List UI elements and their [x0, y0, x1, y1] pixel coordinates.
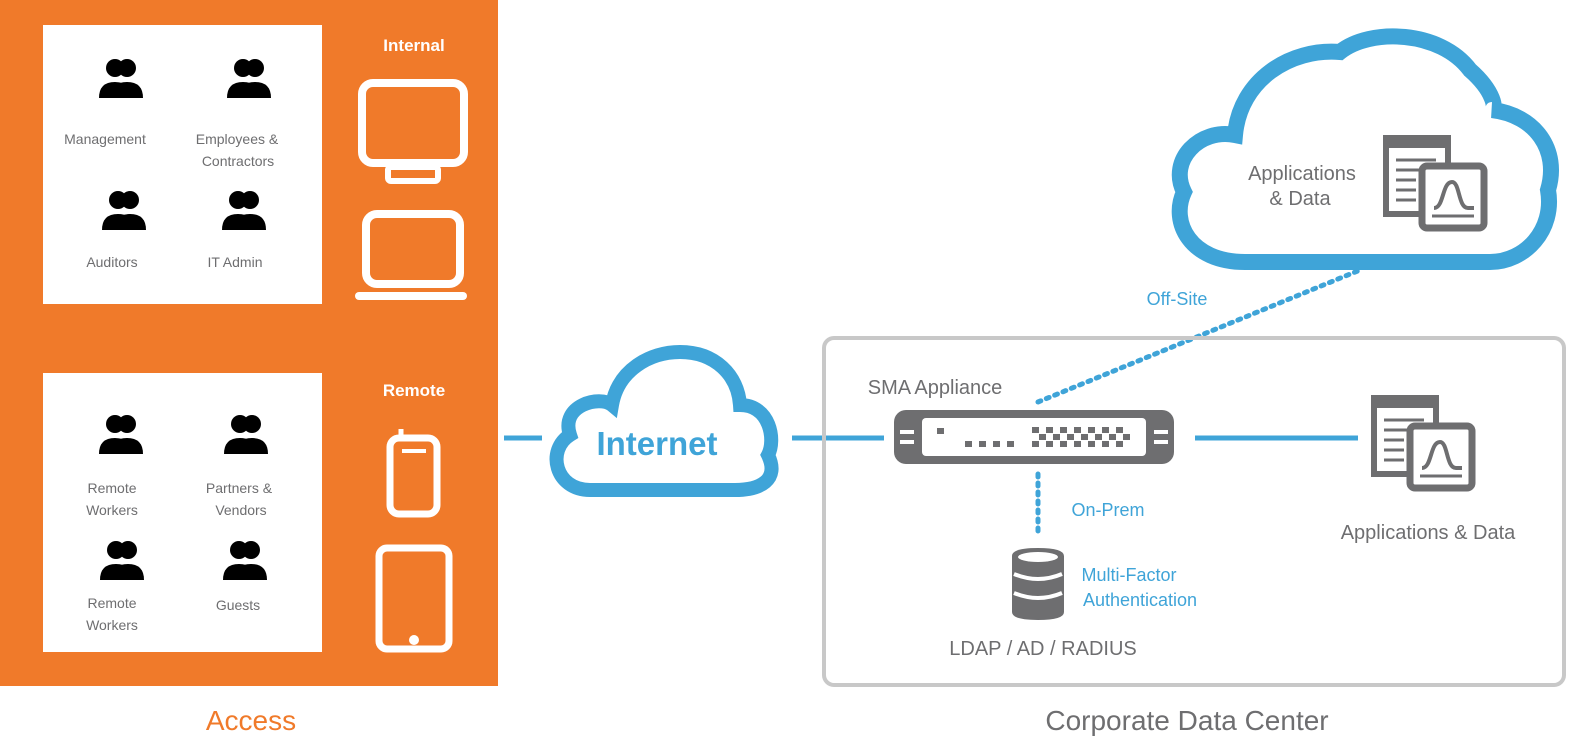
remote-groups-box — [43, 373, 322, 652]
datacenter-box — [822, 336, 1566, 687]
auditors-label: Auditors — [86, 254, 137, 270]
internet-cloud-icon — [549, 344, 779, 497]
desktop-monitor-icon — [358, 79, 468, 184]
mobile-phone-icon — [386, 429, 441, 518]
remote-workers-2-label-line2: Workers — [86, 617, 138, 633]
onprem-label: On-Prem — [1071, 500, 1144, 520]
offsite-label: Off-Site — [1147, 289, 1208, 309]
remote-workers-label-line1: Remote — [87, 480, 136, 496]
cloud-apps-label-line2: & Data — [1269, 188, 1331, 210]
management-label: Management — [64, 131, 146, 147]
remote-label: Remote — [383, 381, 445, 400]
guests-label: Guests — [216, 597, 260, 613]
partners-label-line1: Partners & — [206, 480, 273, 496]
internal-groups-box — [43, 25, 322, 304]
internal-label: Internal — [383, 36, 444, 55]
ldap-label: LDAP / AD / RADIUS — [949, 638, 1136, 660]
employees-label-line1: Employees & — [196, 131, 279, 147]
access-title: Access — [206, 705, 296, 736]
sma-appliance-icon — [894, 410, 1174, 464]
internet-label: Internet — [596, 425, 717, 462]
cloud-apps-label-line1: Applications — [1248, 163, 1356, 185]
laptop-icon — [355, 210, 467, 300]
it-admin-label: IT Admin — [208, 254, 263, 270]
remote-workers-label-line2: Workers — [86, 502, 138, 518]
offsite-cloud-icon — [1171, 28, 1559, 270]
onprem-apps-label: Applications & Data — [1341, 522, 1516, 544]
employees-label-line2: Contractors — [202, 153, 274, 169]
mfa-label-line1: Multi-Factor — [1081, 565, 1176, 585]
datacenter-title: Corporate Data Center — [1045, 705, 1328, 736]
sma-appliance-label: SMA Appliance — [868, 377, 1003, 399]
partners-label-line2: Vendors — [215, 502, 266, 518]
mfa-label-line2: Authentication — [1083, 590, 1197, 610]
onprem-apps-data-icon — [1374, 398, 1472, 488]
tablet-icon — [375, 544, 453, 653]
remote-workers-2-label-line1: Remote — [87, 595, 136, 611]
database-icon — [1012, 548, 1064, 620]
